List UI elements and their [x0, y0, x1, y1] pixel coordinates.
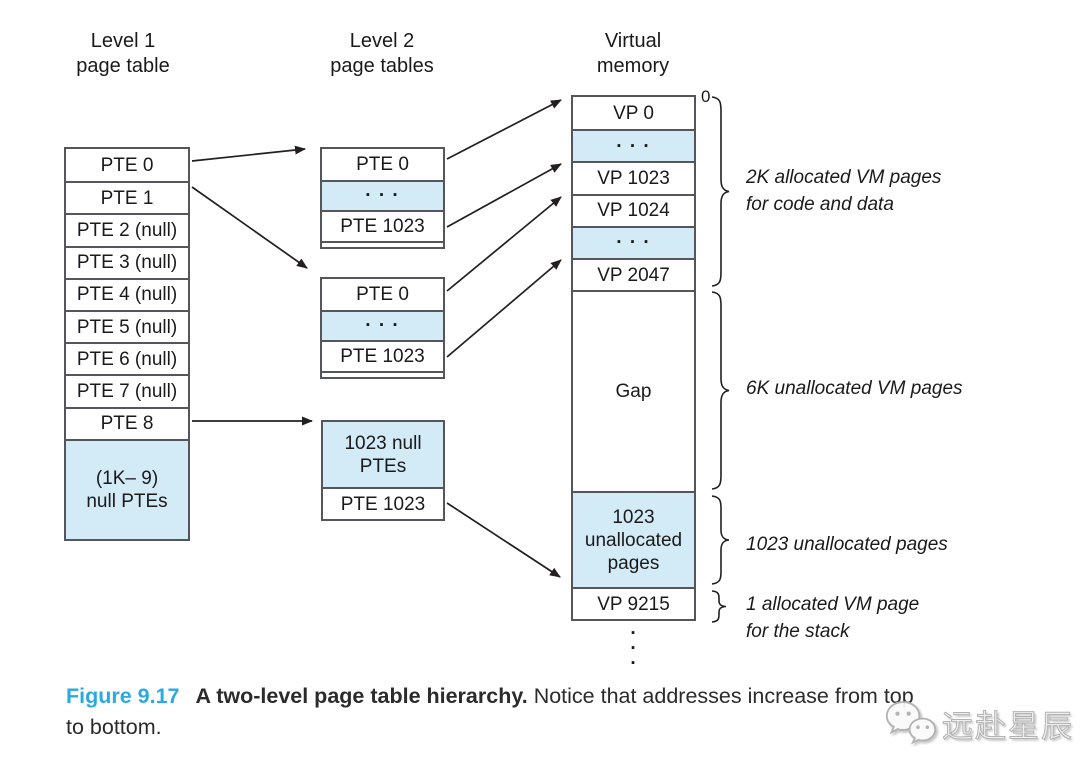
l1-pte-4: PTE 4 (null) — [66, 277, 188, 310]
arrow-l2t2pte0-to-vp1024 — [446, 196, 562, 292]
level2-page-table-2: PTE 0 · · · PTE 1023 — [320, 277, 445, 379]
level2-column-title: Level 2 page tables — [330, 30, 434, 77]
l2t1-ellipsis: · · · — [322, 179, 443, 210]
l2t2-bottom-strip — [322, 370, 443, 377]
watermark: 远赴星辰 — [884, 692, 1074, 754]
vm-vp-1023: VP 1023 — [573, 161, 694, 194]
arrow-l2t1pte0-to-vp0 — [446, 99, 562, 160]
vm-vp-0: VP 0 — [573, 97, 694, 130]
brace-2k-allocated — [711, 96, 730, 287]
l2t1-pte-1023: PTE 1023 — [322, 210, 443, 241]
level1-page-table: PTE 0 PTE 1 PTE 2 (null) PTE 3 (null) PT… — [64, 147, 190, 541]
l1-pte-7: PTE 7 (null) — [66, 374, 188, 407]
l1-pte-0: PTE 0 — [66, 149, 188, 182]
l2t3-pte-1023: PTE 1023 — [323, 487, 443, 520]
vm-continuation-ellipsis: · · · — [630, 623, 637, 674]
l1-pte-8: PTE 8 — [66, 406, 188, 439]
l1-pte-3: PTE 3 (null) — [66, 245, 188, 278]
l2t2-pte-0: PTE 0 — [322, 279, 443, 310]
arrow-l1pte1-to-l2table2 — [191, 186, 308, 269]
l1-pte-5: PTE 5 (null) — [66, 309, 188, 343]
vm-vp-1024: VP 1024 — [573, 193, 694, 226]
brace-1023-unallocated — [711, 495, 730, 585]
l1-pte-2: PTE 2 (null) — [66, 213, 188, 246]
vm-gap: Gap — [573, 290, 694, 492]
l2t2-ellipsis: · · · — [322, 309, 443, 340]
figure-caption-text-line1: Notice that addresses increase from top — [533, 684, 914, 708]
wechat-icon — [885, 701, 937, 745]
virtual-memory-column-title: Virtual memory — [596, 30, 670, 77]
virtual-memory-map: VP 0 · · · VP 1023 VP 1024 · · · VP 2047… — [571, 95, 696, 622]
l2t2-pte-1023: PTE 1023 — [322, 340, 443, 371]
figure-caption-text-line2: to bottom. — [66, 715, 162, 739]
address-zero-label: 0 — [701, 87, 711, 106]
l1-null-ptes: (1K– 9) null PTEs — [66, 438, 188, 539]
l2t1-pte-0: PTE 0 — [322, 149, 443, 180]
level2-page-table-1: PTE 0 · · · PTE 1023 — [320, 147, 445, 249]
level2-page-table-3: 1023 null PTEs PTE 1023 — [321, 420, 445, 522]
arrow-l2t1pte1023-to-vp1023 — [446, 163, 562, 228]
vm-vp-2047: VP 2047 — [573, 257, 694, 291]
vm-ellipsis-2: · · · — [573, 225, 694, 258]
annotation-1023-unallocated: 1023 unallocated pages — [746, 534, 948, 555]
l2t1-bottom-strip — [322, 240, 443, 247]
arrow-l2t2pte1023-to-vp2047 — [446, 259, 562, 358]
brace-6k-unallocated — [711, 291, 730, 490]
vm-vp-9215: VP 9215 — [573, 587, 694, 620]
watermark-text: 远赴星辰 — [942, 708, 1074, 744]
figure-caption: Figure 9.17 A two-level page table hierar… — [66, 681, 1046, 743]
l1-pte-6: PTE 6 (null) — [66, 342, 188, 375]
figure-number-label: Figure 9.17 — [66, 684, 180, 708]
arrow-l2t3pte1023-to-unalloc — [446, 502, 561, 578]
annotation-2k-allocated: 2K allocated VM pages for code and data — [746, 167, 942, 215]
annotation-6k-unallocated: 6K unallocated VM pages — [746, 378, 963, 399]
figure-caption-title: A two-level page table hierarchy. — [195, 684, 528, 708]
annotation-stack-page: 1 allocated VM page for the stack — [746, 594, 920, 642]
brace-stack-page — [711, 590, 727, 623]
l1-pte-1: PTE 1 — [66, 181, 188, 214]
l2t3-null-ptes: 1023 null PTEs — [323, 422, 443, 487]
level1-column-title: Level 1 page table — [76, 30, 170, 77]
vm-ellipsis-1: · · · — [573, 129, 694, 162]
arrow-l1pte0-to-l2table1 — [191, 145, 306, 162]
vm-1023-unallocated: 1023 unallocated pages — [573, 491, 694, 588]
